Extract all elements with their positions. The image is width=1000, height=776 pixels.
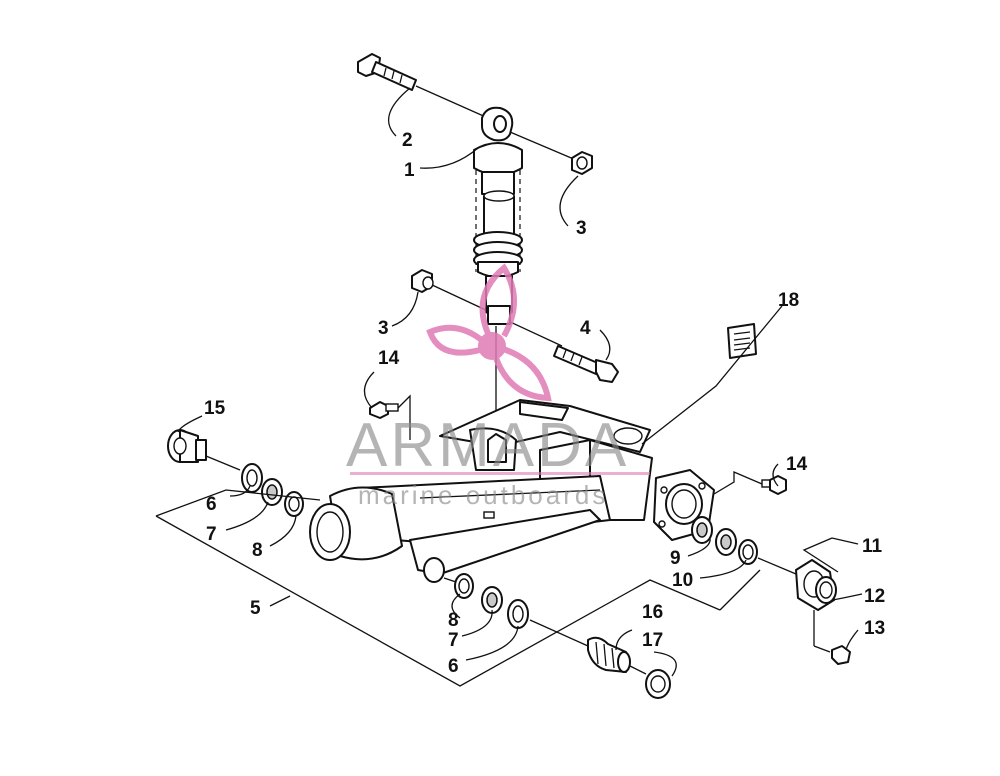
callout-3-upper: 3 bbox=[576, 218, 587, 239]
watermark-divider bbox=[350, 472, 650, 475]
callout-2: 2 bbox=[402, 130, 413, 151]
shock-upper-bolt bbox=[357, 53, 417, 91]
callout-6-left: 6 bbox=[206, 494, 217, 515]
callout-3-lower: 3 bbox=[378, 318, 389, 339]
watermark-subtitle: marine outboards bbox=[358, 480, 608, 510]
callout-11: 11 bbox=[862, 536, 883, 557]
callout-9: 9 bbox=[670, 548, 681, 569]
callout-6-lower: 6 bbox=[448, 656, 459, 677]
swing-arm-assembly bbox=[309, 399, 715, 583]
leader-lines bbox=[155, 87, 863, 687]
callout-12: 12 bbox=[864, 586, 885, 607]
warning-decal bbox=[727, 323, 757, 359]
callout-1: 1 bbox=[404, 160, 415, 181]
callout-7-lower: 7 bbox=[448, 630, 459, 651]
callout-17: 17 bbox=[642, 630, 663, 651]
bearing-cover bbox=[795, 559, 837, 611]
callout-5: 5 bbox=[250, 598, 261, 619]
callout-15: 15 bbox=[204, 398, 226, 419]
shock-lower-bolt bbox=[553, 345, 619, 383]
shock-absorber bbox=[473, 106, 523, 325]
shock-upper-nut bbox=[571, 151, 593, 175]
callout-7-left: 7 bbox=[206, 524, 217, 545]
callout-14-left: 14 bbox=[378, 348, 400, 369]
armada-watermark: ARMADA marine outboards bbox=[346, 263, 650, 510]
bolt-14-left bbox=[369, 394, 411, 440]
callout-18: 18 bbox=[778, 290, 799, 311]
watermark-title: ARMADA bbox=[346, 411, 629, 480]
bolt-13 bbox=[813, 610, 851, 665]
callout-16: 16 bbox=[642, 602, 663, 623]
callouts: 1 2 3 3 4 5 6 6 7 7 8 8 9 10 11 12 13 14… bbox=[204, 130, 885, 677]
left-bearing-stack bbox=[205, 455, 304, 517]
bolt-14-right bbox=[713, 471, 787, 495]
callout-8-lower: 8 bbox=[448, 610, 459, 631]
propeller-hub-icon bbox=[478, 332, 506, 360]
right-bearing-stack bbox=[691, 516, 797, 575]
cap bbox=[645, 669, 671, 699]
pivot-plug bbox=[167, 429, 207, 463]
callout-8-left: 8 bbox=[252, 540, 263, 561]
callout-14-right: 14 bbox=[786, 454, 808, 475]
propeller-logo bbox=[426, 263, 552, 402]
callout-10: 10 bbox=[672, 570, 693, 591]
shock-lower-nut bbox=[411, 269, 434, 293]
callout-13: 13 bbox=[864, 618, 885, 639]
callout-4: 4 bbox=[580, 318, 591, 339]
lower-bearing-stack bbox=[443, 573, 589, 647]
bushing bbox=[587, 636, 647, 675]
